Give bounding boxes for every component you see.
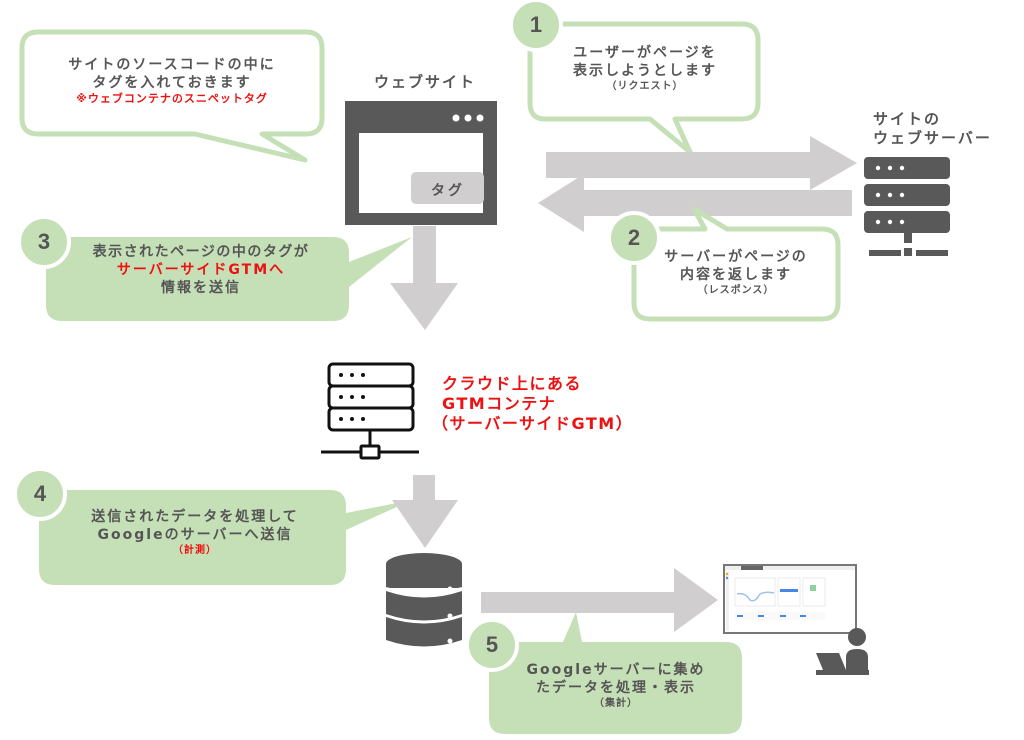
note-line-1: サイトのソースコードの中に [68,57,276,73]
step-5-line-2: たデータを処理・表示 [536,680,696,697]
step-3-line-1: 表示されたページの中のタグが [92,244,310,260]
step5-bubble [489,612,742,734]
step-5-line-1: Googleサーバーに集め [526,662,706,678]
note-line-2: タグを入れておきます [92,75,252,92]
step-2-text: サーバーがページの 内容を返します （レスポンス） [640,248,832,297]
web-server-label: サイトの ウェブサーバー [873,110,992,148]
step-5-badge: 5 [465,618,519,672]
step-3-line-3: 情報を送信 [161,280,241,297]
response-arrow [538,174,852,232]
web-server-icon [864,157,950,256]
cloud-gtm-line-1: クラウド上にある [442,374,583,393]
step-4-badge: 4 [13,467,67,521]
website-window-icon [345,101,497,225]
website-label: ウェブサイト [374,73,477,91]
user-with-laptop-icon [816,628,869,675]
step-1-line-2: 表示しようとします [573,63,717,80]
step-2-note: （レスポンス） [697,285,775,297]
step-3-line-2: サーバーサイドGTMへ [116,262,286,279]
cloud-gtm-label: クラウド上にある GTMコンテナ （サーバーサイドGTM） [432,374,633,434]
step-5-text: Googleサーバーに集め たデータを処理・表示 （集計） [496,661,736,710]
down-arrow-to-gtm [390,226,458,330]
web-server-label-line-1: サイトの [873,110,942,128]
step-2-badge: 2 [607,211,661,265]
step-2-line-1: サーバーがページの [664,249,808,265]
step4-bubble [39,490,412,585]
cloud-gtm-line-2: GTMコンテナ [442,394,557,413]
step-4-line-2: Googleのサーバーへ送信 [97,527,293,544]
request-arrow [546,136,857,190]
step-2-line-2: 内容を返します [680,267,792,284]
step-3-text: 表示されたページの中のタグが サーバーサイドGTMへ 情報を送信 [56,243,346,298]
gtm-server-dots [339,373,365,421]
cloud-gtm-line-3: （サーバーサイドGTM） [432,414,634,433]
step-4-note: （計測） [173,545,217,557]
step-3-badge: 3 [17,215,71,269]
note-bubble-text: サイトのソースコードの中に タグを入れておきます ※ウェブコンテナのスニペットタ… [30,56,314,107]
down-arrow-to-google [392,475,458,548]
gtm-server-icon [321,362,419,460]
step-1-line-1: ユーザーがページを [573,45,717,61]
step-4-line-1: 送信されたデータを処理して [91,509,299,525]
step-1-badge: 1 [509,0,563,52]
analytics-dashboard-icon [723,564,857,634]
google-database-icon [385,553,463,647]
step-1-text: ユーザーがページを 表示しようとします （リクエスト） [540,44,750,93]
step-4-text: 送信されたデータを処理して Googleのサーバーへ送信 （計測） [50,508,340,557]
web-server-label-line-2: ウェブサーバー [873,128,992,147]
step-5-note: （集計） [594,698,638,710]
note-bubble [19,29,325,163]
step-1-note: （リクエスト） [606,81,684,93]
note-snippet-tag: ※ウェブコンテナのスニペットタグ [76,92,268,106]
tag-label: タグ [431,183,465,199]
step3-bubble [46,237,412,321]
arrow-to-analytics [481,568,718,632]
